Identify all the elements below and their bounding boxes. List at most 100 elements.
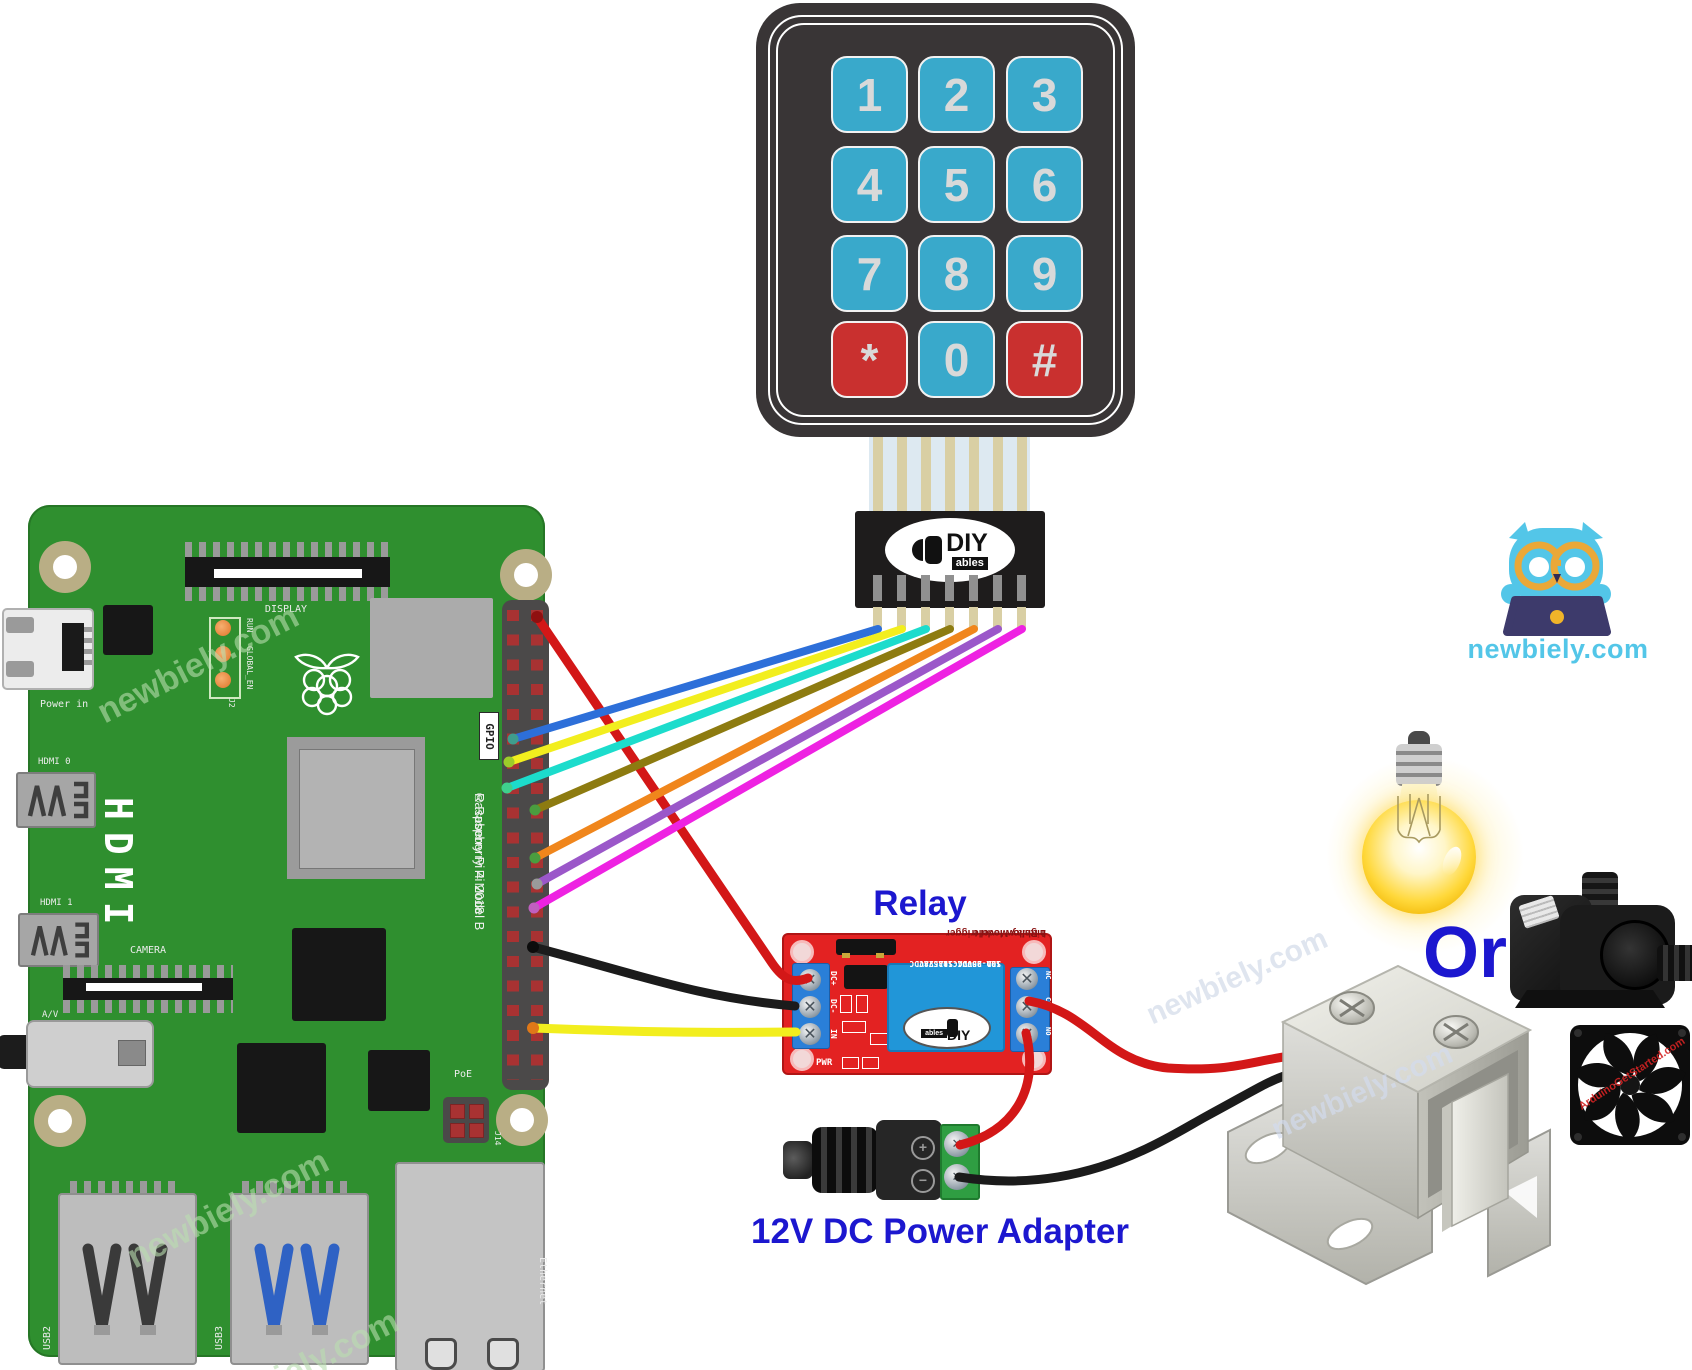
connector-pin-slot bbox=[1017, 575, 1026, 601]
keypad-inner-outline bbox=[768, 15, 1123, 425]
relay-hole bbox=[790, 940, 814, 964]
wire-keypad-purple bbox=[533, 625, 1002, 888]
fan-hub bbox=[1620, 1075, 1640, 1095]
wire-gnd-black bbox=[528, 942, 800, 1011]
plus-symbol: + bbox=[911, 1136, 935, 1160]
raspberry-pi-board: DISPLAY Power in RUN GLOBAL_EN J2 bbox=[0, 505, 552, 1370]
lock-screw-slot bbox=[1443, 1022, 1469, 1042]
j2-pad bbox=[215, 620, 231, 636]
wire-5v-red bbox=[532, 612, 813, 985]
lock-screw-slot bbox=[1339, 998, 1365, 1018]
power-in-slot bbox=[62, 623, 84, 671]
display-pins-bottom bbox=[185, 587, 390, 601]
wire-cap bbox=[531, 611, 543, 623]
hdmi1-label: HDMI 1 bbox=[40, 898, 73, 908]
minus-symbol: − bbox=[911, 1169, 935, 1193]
diyables-text-top: DIY bbox=[947, 1027, 971, 1043]
keypad-key-1[interactable]: 1 bbox=[831, 56, 908, 133]
or-label: Or bbox=[1422, 913, 1508, 993]
chip bbox=[103, 605, 153, 655]
keypad-key-5[interactable]: 5 bbox=[918, 146, 995, 223]
gpio-label: GPIO bbox=[479, 712, 499, 760]
wire-signal-yellow bbox=[528, 1023, 801, 1037]
connector-leg bbox=[969, 607, 978, 629]
wire-cap bbox=[527, 1022, 539, 1034]
keypad-inner-outline-2 bbox=[776, 23, 1115, 417]
wire-cap bbox=[529, 804, 541, 816]
terminal-screw-nc: ✕ bbox=[1016, 968, 1038, 990]
hdmi1-port bbox=[18, 913, 99, 967]
usb2-port bbox=[58, 1193, 197, 1365]
fan bbox=[1570, 1025, 1690, 1145]
diyables-logo-small: DIY ables bbox=[903, 1007, 991, 1049]
connector-leg bbox=[897, 607, 906, 629]
connector-leg bbox=[993, 607, 1002, 629]
keypad-key-2[interactable]: 2 bbox=[918, 56, 995, 133]
jumper-pin bbox=[876, 953, 884, 958]
wire-cap bbox=[529, 852, 541, 864]
wire-cap bbox=[501, 782, 513, 794]
j2-header bbox=[209, 617, 241, 699]
bulb-tip bbox=[1408, 731, 1430, 747]
camera-pins-top bbox=[63, 965, 233, 978]
wire-adapter-to-lock-black bbox=[954, 1071, 1289, 1186]
wire-cap bbox=[531, 878, 543, 890]
keypad-key-7[interactable]: 7 bbox=[831, 235, 908, 312]
av-label: A/V bbox=[42, 1010, 59, 1020]
connector-pin-slot bbox=[873, 575, 882, 601]
adapter-barrel-tip bbox=[783, 1141, 813, 1179]
wire-keypad-orange bbox=[531, 625, 978, 862]
wire-keypad-cyan bbox=[503, 625, 930, 792]
adapter-title: 12V DC Power Adapter bbox=[751, 1212, 1129, 1251]
jumper-pin bbox=[842, 953, 850, 958]
keypad-key-hash[interactable]: # bbox=[1006, 321, 1083, 398]
component bbox=[842, 1021, 866, 1033]
connector-pin-slot bbox=[921, 575, 930, 601]
relay-hole bbox=[1022, 940, 1046, 964]
power-in-pins bbox=[84, 627, 92, 667]
relay-title: Relay bbox=[873, 884, 967, 923]
lock-plate-cutout bbox=[1505, 1176, 1537, 1218]
usb2-pins bbox=[70, 1181, 180, 1193]
keypad: 1 2 3 4 5 6 7 8 9 * 0 # bbox=[756, 3, 1135, 437]
connector-leg bbox=[945, 607, 954, 629]
diyables-icon bbox=[912, 536, 943, 564]
lock-mount-hole bbox=[1326, 1217, 1374, 1251]
diyables-text-bottom: ables bbox=[951, 556, 988, 570]
bulb-screw-cap bbox=[1396, 744, 1442, 786]
keypad-key-4[interactable]: 4 bbox=[831, 146, 908, 223]
connector-pin-slot bbox=[945, 575, 954, 601]
chip bbox=[368, 1050, 430, 1111]
wire-com-to-lock-red bbox=[1024, 996, 1295, 1074]
connector-pin-slot bbox=[993, 575, 1002, 601]
wire-keypad-yellow bbox=[505, 625, 906, 766]
component bbox=[862, 1057, 879, 1069]
wire-cap bbox=[528, 902, 540, 914]
wire-cap bbox=[503, 756, 515, 768]
connector-leg bbox=[873, 607, 882, 629]
fan-blades bbox=[1574, 1033, 1687, 1143]
keypad-key-star[interactable]: * bbox=[831, 321, 908, 398]
component bbox=[856, 995, 868, 1013]
jumper bbox=[836, 939, 896, 955]
component bbox=[840, 995, 852, 1013]
usb3-pins bbox=[242, 1181, 352, 1193]
keypad-key-8[interactable]: 8 bbox=[918, 235, 995, 312]
keypad-key-6[interactable]: 6 bbox=[1006, 146, 1083, 223]
latch-bolt bbox=[1451, 1072, 1509, 1228]
keypad-key-0[interactable]: 0 bbox=[918, 321, 995, 398]
display-label: DISPLAY bbox=[264, 604, 308, 615]
camera-connector-slot bbox=[86, 983, 202, 991]
diyables-logo: DIY ables bbox=[885, 518, 1015, 582]
keypad-key-9[interactable]: 9 bbox=[1006, 235, 1083, 312]
wire-keypad-blue bbox=[509, 625, 882, 743]
terminal-screw-in: ✕ bbox=[799, 1023, 821, 1045]
terminal-screw-dc-minus: ✕ bbox=[799, 996, 821, 1018]
adapter-ribbed-body bbox=[812, 1127, 878, 1193]
wire-cap bbox=[527, 941, 539, 953]
ethernet-contact bbox=[425, 1338, 457, 1370]
keypad-key-3[interactable]: 3 bbox=[1006, 56, 1083, 133]
optocoupler-chip bbox=[844, 965, 888, 989]
pwr-label: PWR bbox=[816, 1058, 833, 1068]
